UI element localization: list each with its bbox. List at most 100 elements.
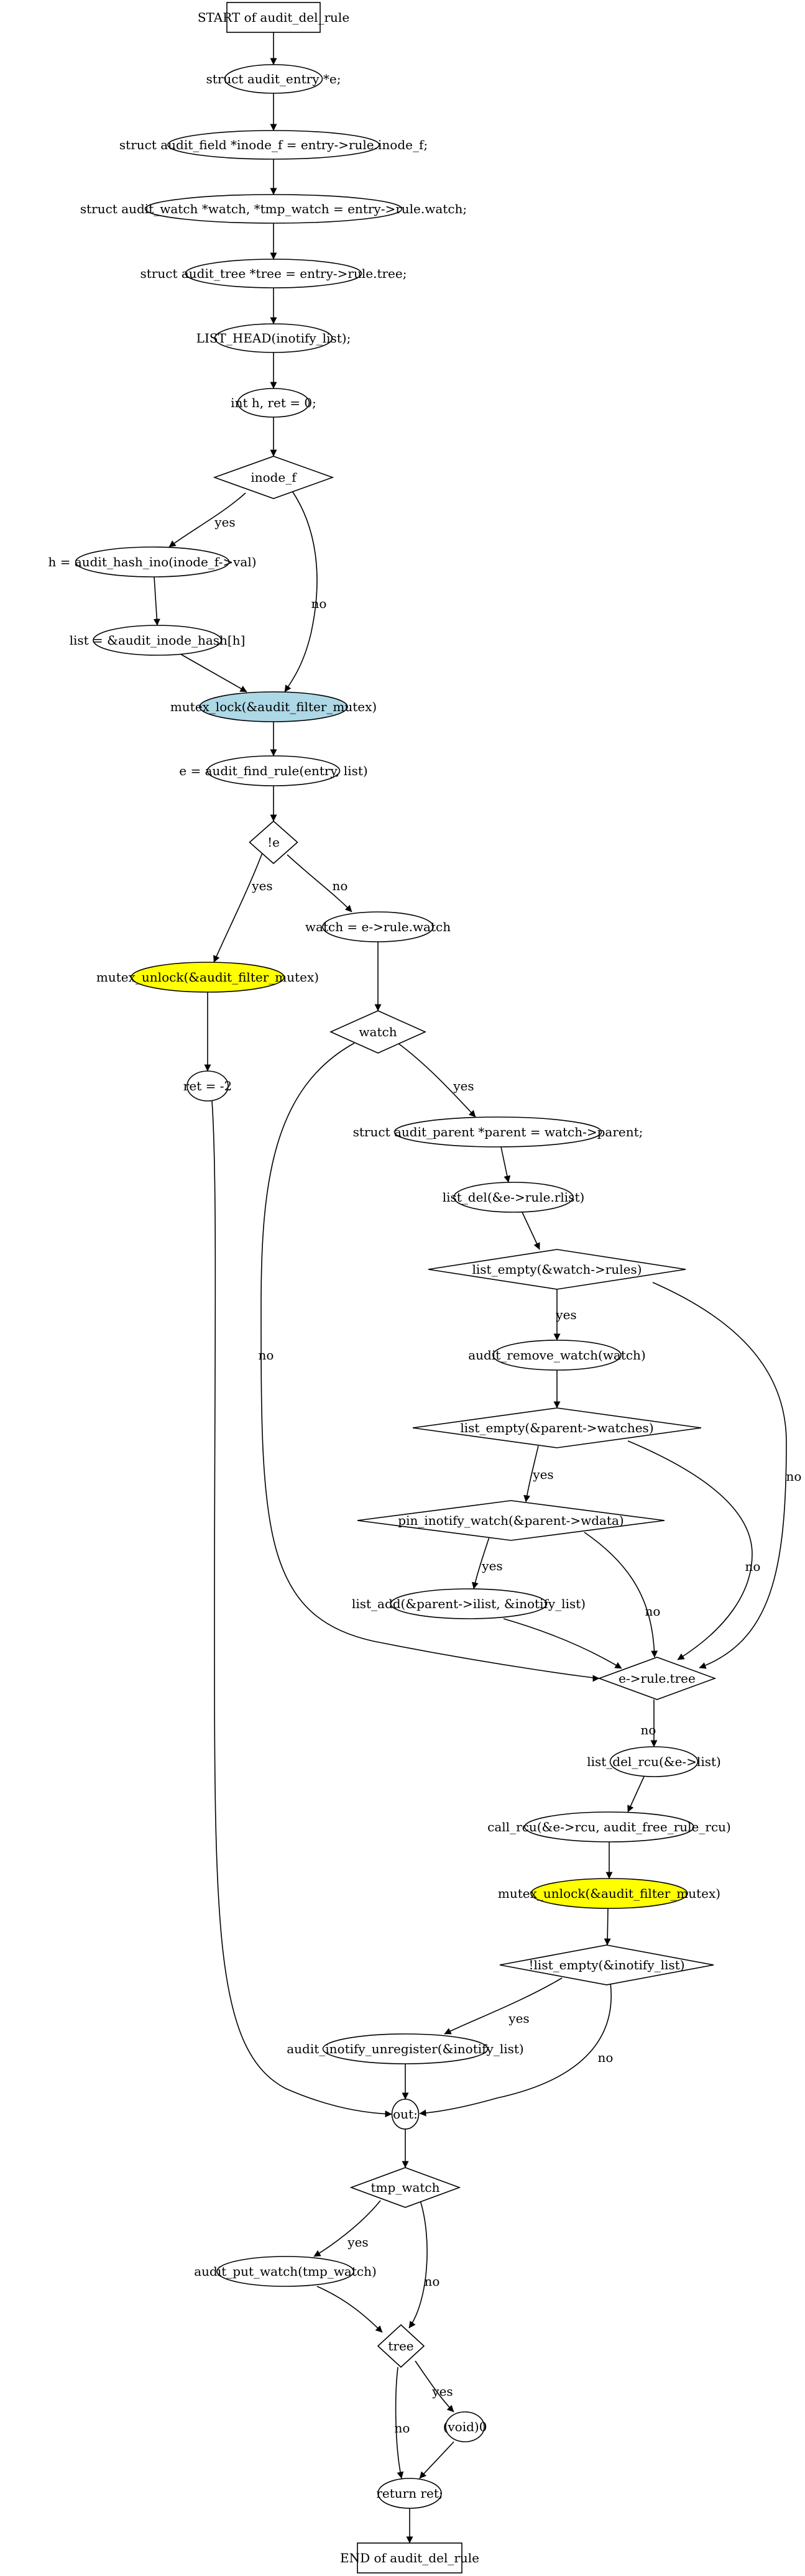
node-shape-ellipse: [445, 2411, 485, 2442]
node-label-n13: ret = -2: [183, 1079, 232, 1093]
node-n10: e = audit_find_rule(entry, list): [179, 755, 368, 786]
edge-n20-to-d_inotify: [604, 1908, 611, 1946]
edge-n17-to-d_tree1: [503, 1618, 622, 1669]
node-d_tree1: e->rule.tree: [597, 1657, 717, 1700]
node-d_e: !e: [249, 820, 298, 865]
edge-label-d_inotify-to-n21: yes: [508, 2011, 529, 2026]
node-start: START of audit_del_rule: [198, 2, 349, 33]
node-label-n7: h = audit_hash_ino(inode_f->val): [48, 554, 256, 569]
edge-n22-to-d_tree2: [316, 2286, 383, 2333]
node-label-n5: LIST_HEAD(inotify_list);: [196, 331, 351, 346]
edge-d_watch-to-n14: [397, 1042, 476, 1118]
node-label-n1: struct audit_entry *e;: [206, 71, 341, 86]
node-shape-ellipse: [167, 130, 380, 160]
node-n16: audit_remove_watch(watch): [468, 1340, 646, 1371]
node-label-d_tree2: tree: [388, 2339, 413, 2353]
node-label-d_inode: inode_f: [251, 470, 297, 485]
node-shape-ellipse: [322, 911, 434, 942]
edge-n7-to-n8: [153, 576, 160, 626]
edge-n14-to-n15: [500, 1146, 511, 1183]
node-label-end: END of audit_del_rule: [340, 2551, 479, 2565]
edge-d_rules-to-d_tree1: [652, 1282, 787, 1669]
node-n14: struct audit_parent *parent = watch->par…: [353, 1116, 643, 1148]
edge-n23-to-n24: [419, 2441, 454, 2479]
edge-n18-to-n19: [627, 1776, 645, 1813]
node-shape-ellipse: [530, 1878, 688, 1909]
node-n20: mutex_unlock(&audit_filter_mutex): [498, 1878, 720, 1909]
edge-label-d_watches-to-d_pin: yes: [532, 1467, 553, 1482]
node-label-n14: struct audit_parent *parent = watch->par…: [353, 1125, 643, 1139]
edge-d_tmp-to-n22: [313, 2200, 381, 2257]
edge-d_watch-to-d_tree1: [260, 1042, 600, 1682]
node-label-d_tree1: e->rule.tree: [619, 1671, 696, 1686]
node-label-n24: return ret;: [376, 2486, 443, 2501]
node-n17: list_add(&parent->ilist, &inotify_list): [352, 1588, 586, 1619]
edge-label-d_inode-to-n9: no: [311, 596, 327, 611]
edge-n15-to-d_rules: [522, 1212, 540, 1250]
node-shape-ellipse: [206, 755, 341, 786]
edge-d_watches-to-d_pin: [523, 1445, 539, 1502]
edge-label-d_tmp-to-d_tree2: no: [425, 2274, 440, 2289]
node-shape-diamond: [349, 2167, 461, 2208]
node-n9: mutex_lock(&audit_filter_mutex): [170, 691, 377, 722]
edge-label-d_tree2-to-n24: no: [395, 2421, 410, 2436]
edge-label-d_tree1-to-n18: no: [641, 1723, 656, 1737]
edge-label-d_watch-to-n14: yes: [453, 1079, 474, 1093]
node-shape-diamond: [357, 1500, 665, 1541]
node-shape-ellipse: [453, 1182, 574, 1213]
node-label-d_tmp: tmp_watch: [371, 2180, 440, 2195]
node-d_watch: watch: [329, 1010, 426, 1054]
node-shape-box: [357, 2542, 462, 2574]
node-n2: struct audit_field *inode_f = entry->rul…: [119, 130, 428, 160]
node-n18: list_del_rcu(&e->list): [587, 1746, 721, 1777]
node-label-n18: list_del_rcu(&e->list): [587, 1754, 721, 1769]
node-shape-ellipse: [199, 691, 348, 722]
node-label-n22: audit_put_watch(tmp_watch): [194, 2264, 377, 2279]
edge-label-d_rules-to-d_tree1: no: [786, 1469, 802, 1484]
node-label-n20: mutex_unlock(&audit_filter_mutex): [498, 1886, 720, 1901]
edge-label-d_inode-to-n7: yes: [214, 515, 235, 530]
node-label-n3: struct audit_watch *watch, *tmp_watch = …: [80, 201, 467, 216]
node-label-n8: list = &audit_inode_hash[h]: [70, 633, 246, 648]
node-label-n_out: out:: [393, 2107, 418, 2122]
edge-label-d_rules-to-n16: yes: [555, 1307, 576, 1322]
node-d_inotify: !list_empty(&inotify_list): [499, 1944, 714, 1985]
node-label-n21: audit_inotify_unregister(&inotify_list): [287, 2041, 524, 2056]
node-n8: list = &audit_inode_hash[h]: [70, 625, 246, 656]
node-shape-ellipse: [390, 1588, 548, 1619]
node-label-n6: int h, ret = 0;: [231, 395, 316, 410]
node-shape-ellipse: [214, 323, 333, 353]
node-d_pin: pin_inotify_watch(&parent->wdata): [357, 1500, 665, 1541]
edge-d_e-to-n11: [213, 852, 263, 963]
edge-label-d_pin-to-d_tree1: no: [645, 1604, 661, 1619]
node-d_watches: list_empty(&parent->watches): [412, 1407, 702, 1448]
node-shape-diamond: [428, 1249, 686, 1290]
edge-d_e-to-n12: [287, 854, 352, 913]
node-shape-ellipse: [377, 2478, 442, 2509]
node-d_tmp: tmp_watch: [349, 2167, 461, 2208]
node-label-d_inotify: !list_empty(&inotify_list): [528, 1957, 684, 1972]
node-label-n19: call_rcu(&e->rcu, audit_free_rule_rcu): [487, 1819, 731, 1834]
node-shape-ellipse: [216, 2256, 354, 2287]
node-label-n15: list_del(&e->rule.rlist): [443, 1190, 585, 1205]
node-label-n16: audit_remove_watch(watch): [468, 1348, 646, 1363]
node-shape-box: [226, 2, 321, 33]
node-label-n12: watch = e->rule.watch: [305, 919, 451, 934]
node-n24: return ret;: [376, 2478, 443, 2509]
node-n3: struct audit_watch *watch, *tmp_watch = …: [80, 194, 467, 224]
node-label-d_watches: list_empty(&parent->watches): [460, 1420, 653, 1435]
node-n4: struct audit_tree *tree = entry->rule.tr…: [140, 259, 407, 288]
node-shape-ellipse: [237, 388, 310, 418]
edge-d_tree2-to-n23: [415, 2360, 454, 2413]
node-label-d_rules: list_empty(&watch->rules): [472, 1262, 642, 1277]
node-n21: audit_inotify_unregister(&inotify_list): [287, 2033, 524, 2064]
node-shape-diamond: [597, 1657, 717, 1700]
edge-label-d_inotify-to-n_out: no: [598, 2050, 614, 2065]
node-label-d_pin: pin_inotify_watch(&parent->wdata): [398, 1513, 623, 1528]
edge-n8-to-n9: [180, 653, 247, 692]
node-label-start: START of audit_del_rule: [198, 10, 349, 25]
node-label-n2: struct audit_field *inode_f = entry->rul…: [119, 137, 428, 152]
node-n6: int h, ret = 0;: [231, 388, 316, 418]
node-shape-ellipse: [224, 64, 323, 94]
